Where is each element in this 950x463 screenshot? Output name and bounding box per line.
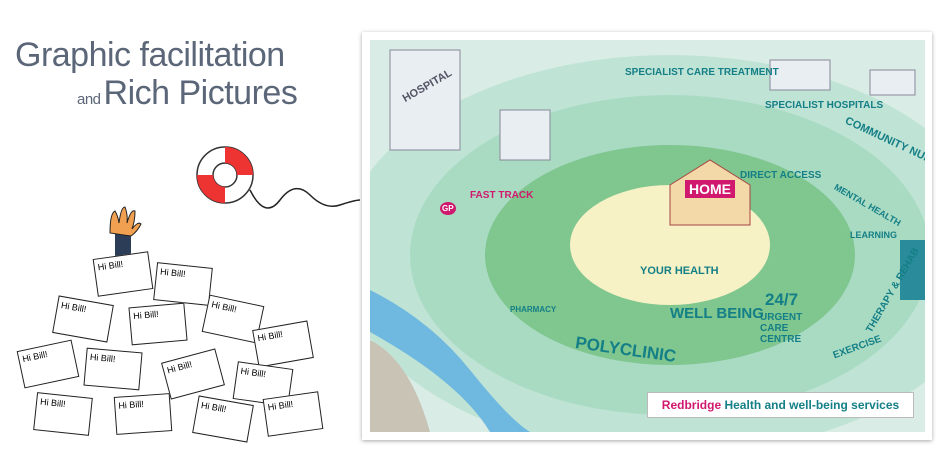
map-illustration bbox=[370, 49, 925, 432]
note-card: Hi Bill! bbox=[113, 393, 173, 435]
note-card: Hi Bill! bbox=[52, 295, 114, 343]
note-card: Hi Bill! bbox=[153, 262, 213, 306]
health-services-map: HOSPITAL SPECIALIST CARE TREATMENT SPECI… bbox=[370, 40, 925, 432]
map-caption: Redbridge Health and well-being services bbox=[647, 392, 914, 418]
note-card: Hi Bill! bbox=[16, 339, 80, 389]
rich-picture-frame: HOSPITAL SPECIALIST CARE TREATMENT SPECI… bbox=[362, 32, 932, 440]
note-card: Hi Bill! bbox=[192, 395, 254, 443]
title-line-1: Graphic facilitation bbox=[15, 36, 285, 74]
lifebuoy-icon bbox=[196, 146, 361, 209]
note-card: Hi Bill! bbox=[128, 302, 188, 346]
label-24-7: 24/7 bbox=[765, 290, 799, 309]
title-line-2: andRich Pictures bbox=[77, 74, 298, 113]
note-card: Hi Bill! bbox=[83, 347, 143, 391]
note-card: Hi Bill! bbox=[33, 392, 93, 436]
label-direct-access: DIRECT ACCESS bbox=[740, 170, 822, 181]
card-pile: Hi Bill! Hi Bill! Hi Bill! Hi Bill! Hi B… bbox=[15, 245, 335, 445]
caption-brand: Redbridge bbox=[661, 398, 722, 412]
label-specialist-hospitals: SPECIALIST HOSPITALS bbox=[765, 100, 884, 111]
label-your-health: YOUR HEALTH bbox=[640, 265, 719, 277]
label-home: HOME bbox=[685, 180, 735, 198]
caption-text: Health and well-being services bbox=[724, 398, 900, 412]
label-fast-track: FAST TRACK bbox=[470, 190, 534, 201]
label-learning: LEARNING bbox=[850, 230, 897, 240]
title-and: and bbox=[77, 91, 101, 108]
note-card: Hi Bill! bbox=[262, 391, 324, 437]
label-urgent-care: URGENT CARE CENTRE bbox=[760, 312, 803, 345]
label-gp: GP bbox=[440, 202, 456, 215]
label-specialist-care: SPECIALIST CARE TREATMENT bbox=[625, 67, 779, 78]
note-card: Hi Bill! bbox=[252, 320, 314, 368]
note-card: Hi Bill! bbox=[161, 348, 225, 400]
title-rich-pictures: Rich Pictures bbox=[103, 74, 298, 112]
label-pharmacy: PHARMACY bbox=[510, 305, 557, 314]
label-well-being: WELL BEING bbox=[670, 305, 764, 322]
note-card: Hi Bill! bbox=[92, 251, 154, 297]
